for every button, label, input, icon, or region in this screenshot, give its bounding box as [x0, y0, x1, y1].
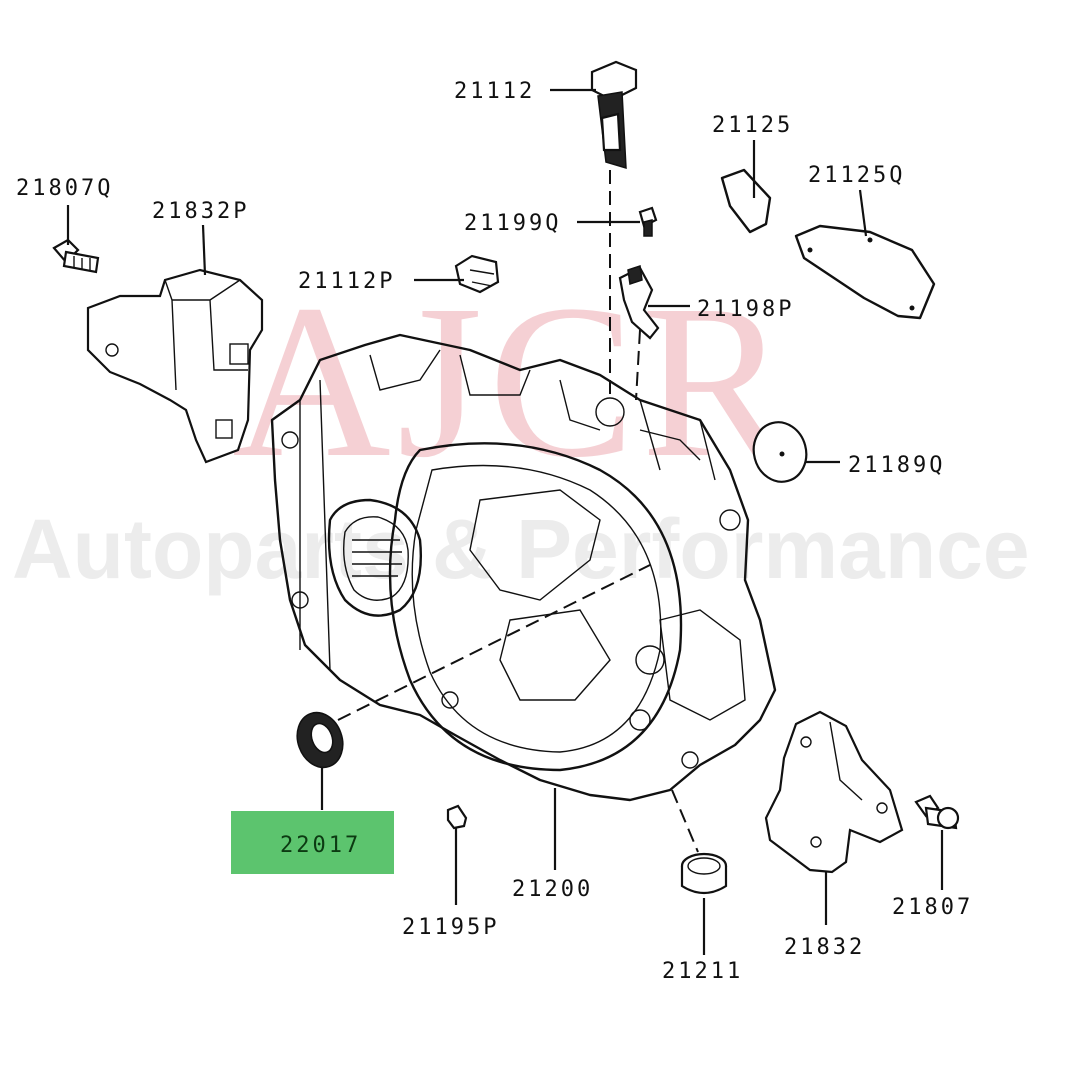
label-21832P: 21832P	[152, 199, 249, 224]
label-21112: 21112	[454, 79, 535, 104]
label-21112P: 21112P	[298, 269, 395, 294]
part-21807-bolt	[914, 794, 960, 830]
part-22017-seal	[296, 711, 344, 769]
label-21807Q: 21807Q	[16, 176, 113, 201]
part-21189Q-cap	[752, 421, 808, 483]
part-21195P-pin	[446, 804, 468, 830]
label-21832: 21832	[784, 935, 865, 960]
part-21199Q-bolt	[638, 206, 658, 237]
watermark-logo: AJCR	[232, 259, 794, 503]
label-21189Q: 21189Q	[848, 453, 945, 478]
label-21125Q: 21125Q	[808, 163, 905, 188]
part-21832-bracket	[764, 710, 904, 874]
part-21125-plate	[720, 168, 772, 234]
part-21807Q-bolt	[52, 238, 100, 274]
watermark-subtitle: Autoparts & Performance	[12, 502, 1030, 596]
label-22017: 22017	[280, 833, 361, 858]
label-21198P: 21198P	[697, 297, 794, 322]
highlight-box	[231, 811, 394, 874]
label-21199Q: 21199Q	[464, 211, 561, 236]
label-21200: 21200	[512, 877, 593, 902]
part-labels: 21112 21125 21125Q 21807Q 21832P 21199Q …	[16, 79, 973, 984]
label-21211: 21211	[662, 959, 743, 984]
leader-lines	[66, 88, 944, 955]
part-21112-pin	[590, 60, 638, 170]
label-21807: 21807	[892, 895, 973, 920]
part-21125Q-cover	[794, 224, 936, 320]
label-21195P: 21195P	[402, 915, 499, 940]
part-21198P-bracket	[618, 265, 660, 340]
part-21211-plug	[680, 852, 728, 895]
label-21125: 21125	[712, 113, 793, 138]
transmission-case	[270, 333, 777, 802]
watermark: AJCR Autoparts & Performance	[12, 259, 1030, 596]
part-21112P-clip	[454, 254, 500, 294]
part-21832P-mount	[86, 268, 264, 464]
